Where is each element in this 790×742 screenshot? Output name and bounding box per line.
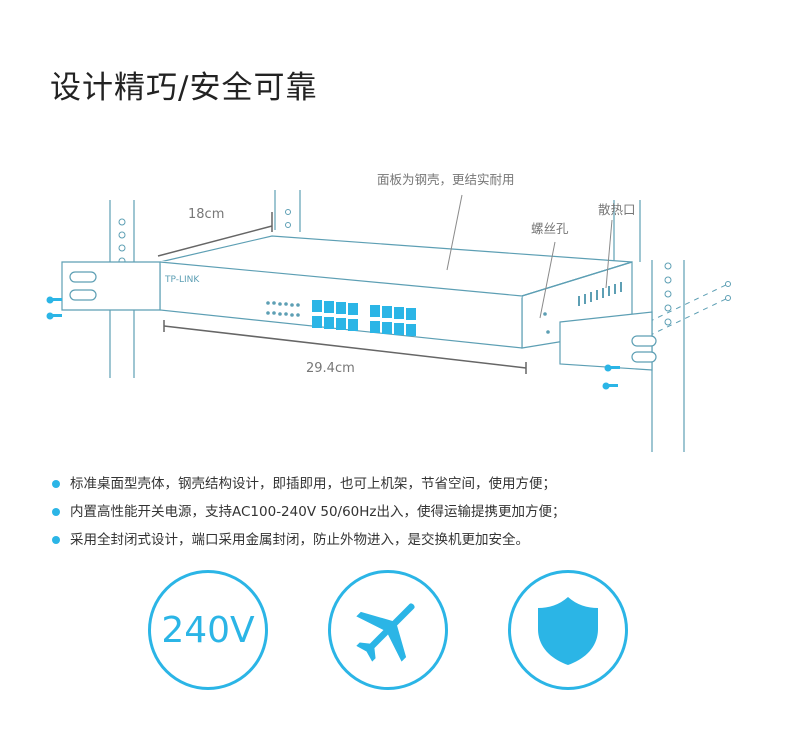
vent-label: 散热口 — [598, 202, 636, 217]
bullet-dot — [52, 508, 60, 516]
list-item: 采用全封闭式设计，端口采用金属封闭，防止外物进入，是交换机更加安全。 — [52, 526, 566, 554]
feature-list: 标准桌面型壳体，钢壳结构设计，即插即用，也可上机架，节省空间，使用方便； 内置高… — [52, 470, 566, 554]
voltage-badge: 240V — [148, 570, 268, 690]
airplane-icon — [356, 603, 415, 662]
switch-rack-diagram: TP-LINK 面板为钢壳，更结实耐用 散热口 螺丝孔 18cm 29.4c — [46, 172, 731, 452]
security-badge — [508, 570, 628, 690]
bullet-dot — [52, 536, 60, 544]
voltage-text: 240V — [161, 609, 255, 651]
feature-text: 标准桌面型壳体，钢壳结构设计，即插即用，也可上机架，节省空间，使用方便； — [70, 476, 556, 492]
shield-icon — [538, 597, 598, 665]
screw-hole-label: 螺丝孔 — [531, 221, 569, 236]
brand-label: TP-LINK — [164, 275, 200, 285]
list-item: 标准桌面型壳体，钢壳结构设计，即插即用，也可上机架，节省空间，使用方便； — [52, 470, 566, 498]
feature-text: 采用全封闭式设计，端口采用金属封闭，防止外物进入，是交换机更加安全。 — [70, 532, 529, 548]
page-title: 设计精巧/安全可靠 — [50, 70, 318, 106]
panel-label: 面板为钢壳，更结实耐用 — [377, 172, 515, 187]
badge-row: 240V — [0, 570, 790, 700]
list-item: 内置高性能开关电源，支持AC100-240V 50/60Hz出入，使得运输提携更… — [52, 498, 566, 526]
feature-text: 内置高性能开关电源，支持AC100-240V 50/60Hz出入，使得运输提携更… — [70, 504, 566, 520]
bullet-dot — [52, 480, 60, 488]
shipping-badge — [328, 570, 448, 690]
depth-dimension: 18cm — [188, 207, 224, 222]
width-dimension: 29.4cm — [306, 361, 355, 376]
